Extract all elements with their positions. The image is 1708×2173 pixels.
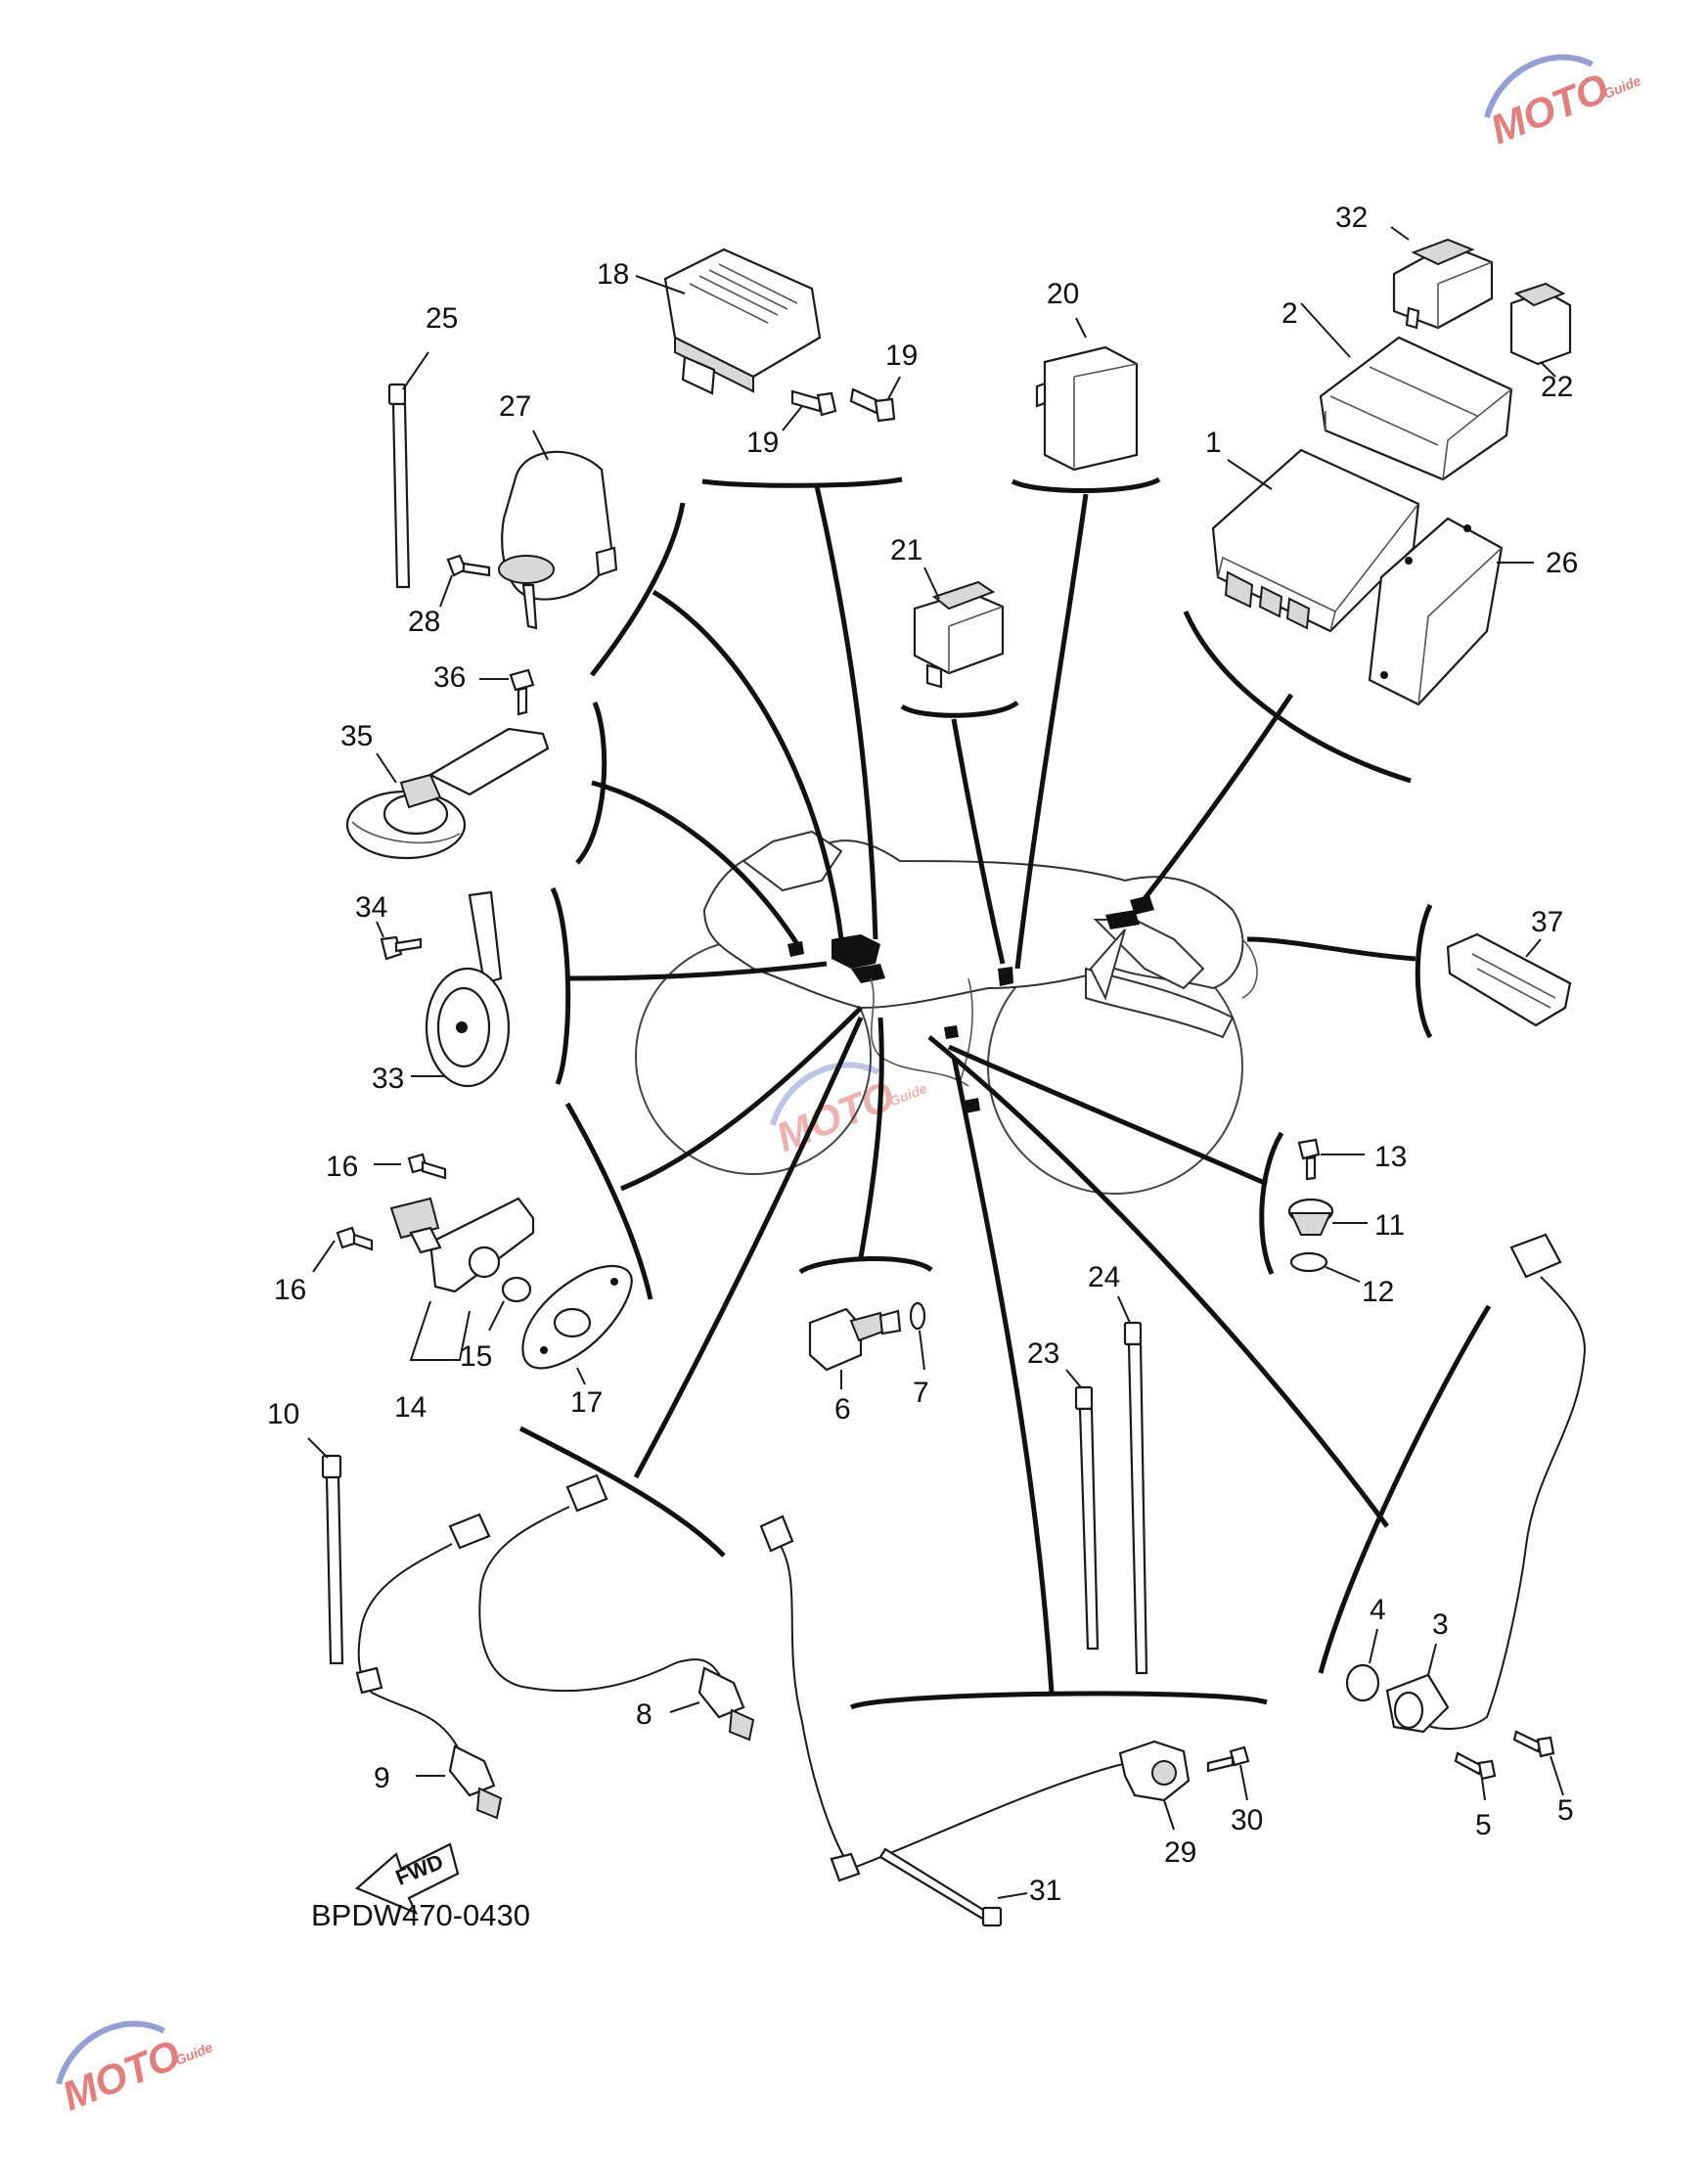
callout-19b: 19: [885, 340, 918, 372]
part-sensor-14: [389, 1197, 535, 1361]
part-cover-27: [498, 430, 618, 630]
watermark-sub-text: Guide: [173, 2039, 215, 2068]
group-leaders: [518, 476, 1492, 1710]
callout-17: 17: [570, 1386, 603, 1419]
callout-9: 9: [374, 1762, 390, 1794]
part-bolt-5b: [1512, 1730, 1564, 1796]
callout-22: 22: [1541, 371, 1573, 403]
part-cable-tie-23: [1065, 1369, 1100, 1651]
callout-30: 30: [1231, 1804, 1263, 1836]
callout-1: 1: [1205, 427, 1222, 459]
callout-6: 6: [834, 1393, 851, 1426]
part-bolt-30: [1206, 1745, 1250, 1801]
part-horn-33: [411, 890, 511, 1088]
part-washer-7: [909, 1301, 926, 1371]
part-bolt-13: [1297, 1138, 1365, 1181]
watermark-logo-top-right: MOTO Guide: [1484, 54, 1643, 153]
part-relay-22: [1509, 282, 1572, 378]
callout-18: 18: [597, 258, 629, 291]
callout-37: 37: [1531, 906, 1563, 938]
callout-33: 33: [372, 1063, 404, 1095]
callout-28: 28: [408, 606, 440, 638]
part-sensor-6: [808, 1307, 902, 1389]
part-unit-2: [1300, 302, 1513, 481]
callout-4: 4: [1370, 1594, 1386, 1626]
watermark-sub-text: Guide: [1601, 72, 1643, 102]
part-gasket-17: [521, 1265, 633, 1385]
motorcycle-frame-outline: [635, 830, 1258, 1195]
part-cable-tie-24: [1117, 1295, 1148, 1675]
part-screw-28: [439, 554, 491, 608]
part-sensor-29: [759, 1515, 1191, 1882]
part-cable-tie-31: [878, 1847, 1028, 1927]
callout-3: 3: [1432, 1608, 1449, 1641]
part-oring-15: [488, 1276, 532, 1332]
part-bolt-19a: [782, 389, 837, 431]
part-bolt-36: [479, 668, 535, 716]
callout-13: 13: [1374, 1141, 1407, 1173]
callout-14: 14: [394, 1391, 427, 1424]
callout-7: 7: [913, 1377, 929, 1409]
part-sensor-9: [355, 1513, 503, 1820]
part-sensor-8: [478, 1473, 755, 1742]
callout-26: 26: [1546, 547, 1578, 579]
part-horn-35: [345, 727, 550, 860]
part-bolt-34: [376, 921, 423, 961]
callout-29: 29: [1164, 1836, 1196, 1869]
callout-15: 15: [460, 1340, 492, 1373]
callout-12: 12: [1362, 1276, 1394, 1308]
callout-36: 36: [433, 661, 466, 694]
watermark-sub-text: Guide: [887, 1080, 929, 1109]
part-oring-4: [1345, 1628, 1380, 1702]
part-plate-light-37: [1446, 932, 1572, 1027]
callout-21: 21: [890, 534, 922, 566]
part-rectifier-18: [635, 248, 822, 395]
watermark-text: MOTO: [1484, 65, 1615, 153]
watermark-logo-bottom-left: MOTO Guide: [56, 2020, 215, 2119]
callout-11: 11: [1374, 1209, 1405, 1242]
part-sensor-11: [1287, 1198, 1368, 1236]
part-ecu-1: [1211, 448, 1420, 633]
callout-34: 34: [355, 891, 387, 924]
part-washer-12: [1289, 1251, 1361, 1283]
part-cover-26: [1368, 517, 1534, 706]
callout-31: 31: [1029, 1875, 1061, 1907]
part-bolt-19b: [849, 376, 901, 423]
callout-labels: 1 2 3 4 5 5 6 7 8 9 10 11 12 13 14 15 16…: [267, 202, 1578, 1907]
part-relay-21: [913, 566, 1005, 689]
callout-16b: 16: [274, 1274, 306, 1306]
callout-32: 32: [1335, 202, 1368, 234]
part-bolt-5a: [1454, 1751, 1497, 1801]
callout-2: 2: [1281, 297, 1298, 330]
callout-5a: 5: [1475, 1809, 1492, 1841]
watermark-text: MOTO: [56, 2031, 187, 2119]
callout-35: 35: [340, 720, 373, 752]
part-cable-tie-10: [307, 1437, 344, 1665]
part-bolt-16a: [374, 1153, 447, 1180]
part-unit-32: [1390, 226, 1494, 330]
callout-19a: 19: [746, 427, 779, 459]
callout-8: 8: [636, 1698, 652, 1731]
callout-27: 27: [499, 390, 531, 423]
part-bolt-16b: [312, 1226, 374, 1273]
callout-24: 24: [1088, 1261, 1120, 1293]
callout-20: 20: [1047, 278, 1079, 310]
callout-16a: 16: [326, 1151, 358, 1183]
diagram-code: BPDW470-0430: [311, 1898, 530, 1932]
callout-5b: 5: [1557, 1794, 1574, 1827]
callout-10: 10: [267, 1398, 299, 1430]
part-relay-20: [1035, 317, 1139, 472]
callout-25: 25: [426, 302, 458, 335]
part-cable-tie-25: [387, 351, 429, 589]
part-sensor-3: [1385, 1233, 1587, 1734]
callout-23: 23: [1027, 1337, 1059, 1370]
